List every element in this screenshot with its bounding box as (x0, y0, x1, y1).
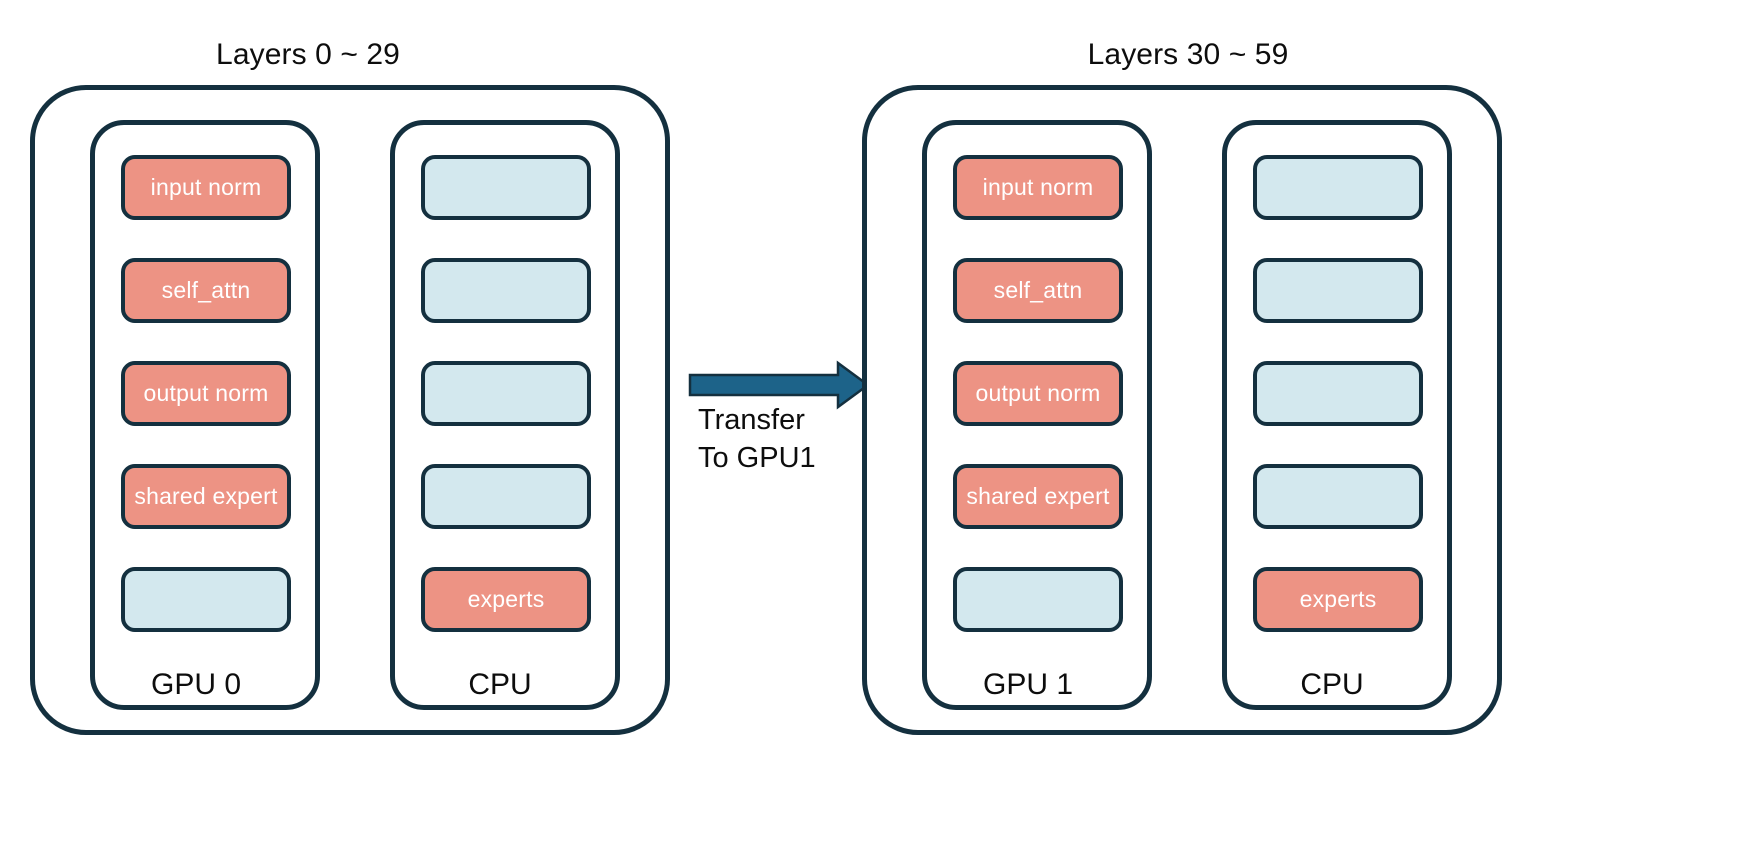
block-gpu-idle-slot[interactable] (953, 567, 1123, 632)
device-label-cpu-left: CPU (468, 668, 532, 701)
block-input-norm[interactable]: input norm (953, 155, 1123, 220)
device-label-gpu-0: GPU 0 (150, 668, 242, 701)
block-cpu-slot-2[interactable] (1253, 258, 1423, 323)
block-cpu-slot-1[interactable] (1253, 155, 1423, 220)
block-shared-expert[interactable]: shared expert (953, 464, 1123, 529)
block-cpu-slot-4[interactable] (421, 464, 591, 529)
block-experts[interactable]: experts (421, 567, 591, 632)
device-label-gpu-1: GPU 1 (982, 668, 1074, 701)
panel-title-left: Layers 0 ~ 29 (216, 38, 400, 71)
block-cpu-slot-1[interactable] (421, 155, 591, 220)
block-cpu-slot-3[interactable] (421, 361, 591, 426)
block-shared-expert[interactable]: shared expert (121, 464, 291, 529)
block-cpu-slot-2[interactable] (421, 258, 591, 323)
block-self-attn[interactable]: self_attn (953, 258, 1123, 323)
block-output-norm[interactable]: output norm (121, 361, 291, 426)
block-experts[interactable]: experts (1253, 567, 1423, 632)
block-cpu-slot-4[interactable] (1253, 464, 1423, 529)
block-self-attn[interactable]: self_attn (121, 258, 291, 323)
transfer-label-line-2: To GPU1 (698, 442, 816, 474)
block-gpu-idle-slot[interactable] (121, 567, 291, 632)
block-input-norm[interactable]: input norm (121, 155, 291, 220)
panel-title-right: Layers 30 ~ 59 (1087, 38, 1289, 71)
block-cpu-slot-3[interactable] (1253, 361, 1423, 426)
transfer-label-line-1: Transfer (698, 404, 805, 436)
column-gpu-0: input norm self_attn output norm shared … (90, 120, 320, 710)
column-cpu-right: experts (1222, 120, 1452, 710)
column-cpu-left: experts (390, 120, 620, 710)
block-output-norm[interactable]: output norm (953, 361, 1123, 426)
device-label-cpu-right: CPU (1300, 668, 1364, 701)
device-container-right: input norm self_attn output norm shared … (862, 85, 1502, 735)
column-gpu-1: input norm self_attn output norm shared … (922, 120, 1152, 710)
device-container-left: input norm self_attn output norm shared … (30, 85, 670, 735)
